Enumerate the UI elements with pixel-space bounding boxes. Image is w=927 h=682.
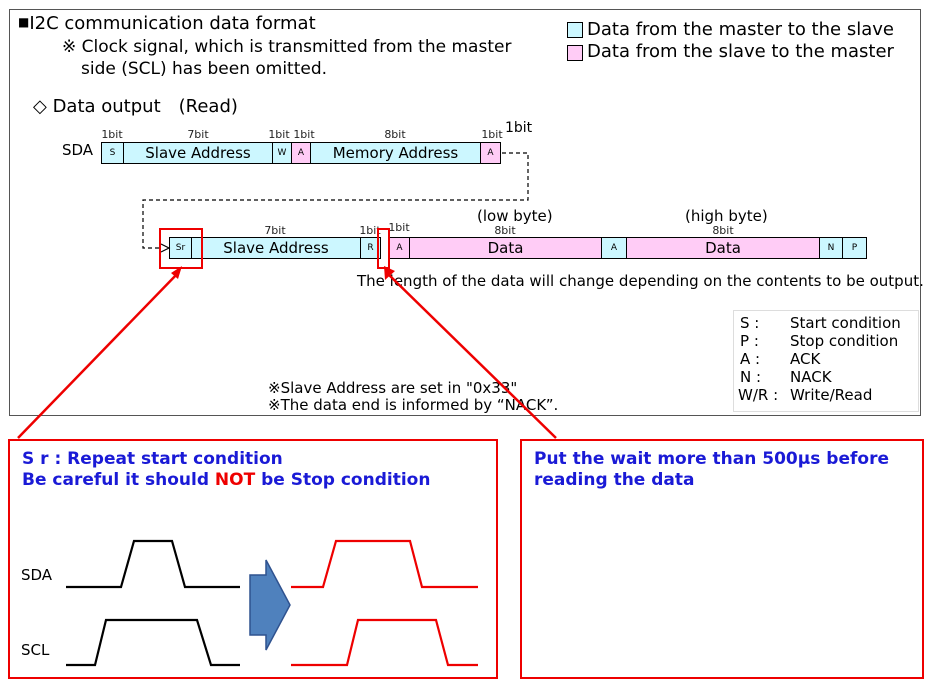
- footnote: ※The data end is informed by “NACK”.: [268, 396, 559, 414]
- bit-label: 1bit: [359, 224, 381, 237]
- bit-label: 1bit: [388, 221, 410, 234]
- slave-color-swatch: [567, 45, 583, 61]
- bit-label: 1bit: [268, 128, 290, 141]
- field-ack: A: [480, 142, 501, 164]
- bit-label: 7bit: [264, 224, 286, 237]
- field-memory-address: Memory Address: [310, 142, 481, 164]
- scl-waveform-black: [66, 618, 240, 667]
- bit-label: 7bit: [187, 128, 209, 141]
- repeat-start-callout: S r : Repeat start condition Be careful …: [8, 439, 498, 679]
- red-arrow-line: [386, 272, 557, 439]
- bit-label: 8bit: [712, 224, 734, 237]
- legend-key: S :: [740, 314, 760, 332]
- slave-to-master-legend: Data from the slave to the master: [587, 41, 894, 62]
- red-arrow-line: [17, 271, 180, 439]
- continuation-arrowhead: [160, 243, 171, 253]
- sda-waveform-red: [291, 539, 478, 589]
- low-byte-label: (low byte): [477, 207, 553, 225]
- scl-note-line1: ※ Clock signal, which is transmitted fro…: [62, 37, 512, 57]
- legend-value: Stop condition: [790, 332, 899, 350]
- bit-label: 8bit: [494, 224, 516, 237]
- field-slave-address: Slave Address: [191, 237, 361, 259]
- high-byte-label: (high byte): [685, 207, 768, 225]
- legend-key: N :: [740, 368, 762, 386]
- abbreviation-legend: S : Start condition P : Stop condition A…: [733, 310, 919, 412]
- field-stop: P: [842, 237, 867, 259]
- bit-label: 1bit: [293, 128, 315, 141]
- legend-key: W/R :: [738, 386, 779, 404]
- warning-text: be Stop condition: [255, 470, 431, 490]
- field-data-low: Data: [409, 237, 602, 259]
- highlight-wait: [377, 228, 390, 269]
- sda-waveform-black: [66, 539, 240, 589]
- sda-label: SDA: [21, 566, 53, 584]
- wait-callout: Put the wait more than 500μs before read…: [520, 439, 924, 679]
- square-bullet-icon: ■: [18, 15, 30, 29]
- bit-label: 1bit: [101, 128, 123, 141]
- continuation-dashed-line: [142, 152, 529, 249]
- footnote: ※Slave Address are set in "0x33": [268, 379, 518, 397]
- warning-text: Be careful it should: [22, 470, 215, 490]
- bit-label: 1bit: [481, 128, 503, 141]
- master-color-swatch: [567, 22, 583, 38]
- legend-value: NACK: [790, 368, 832, 386]
- scl-label: SCL: [21, 641, 50, 659]
- callout-warning: Be careful it should NOT be Stop conditi…: [22, 470, 430, 490]
- legend-value: Write/Read: [790, 386, 873, 404]
- legend-value: ACK: [790, 350, 821, 368]
- highlight-sr: [159, 228, 203, 269]
- blue-block-arrow: [249, 559, 291, 651]
- red-arrowhead: [384, 266, 395, 280]
- callout-wait-line2: reading the data: [534, 470, 695, 490]
- red-arrowhead: [171, 266, 182, 279]
- legend-value: Start condition: [790, 314, 901, 332]
- callout-heading: S r : Repeat start condition: [22, 449, 283, 469]
- extra-bit-label: 1bit: [505, 120, 533, 136]
- callout-wait-line1: Put the wait more than 500μs before: [534, 449, 889, 469]
- bit-label: 8bit: [384, 128, 406, 141]
- field-read: R: [360, 237, 381, 259]
- legend-key: P :: [740, 332, 759, 350]
- data-length-note: The length of the data will change depen…: [357, 272, 924, 290]
- legend-key: A :: [740, 350, 761, 368]
- section-title: ◇ Data output (Read): [33, 96, 238, 117]
- field-slave-address: Slave Address: [123, 142, 273, 164]
- page-title: ■I2C communication data format: [18, 13, 316, 34]
- diagram-frame: [9, 9, 921, 416]
- warning-emphasis: NOT: [214, 470, 256, 490]
- scl-note-line2: side (SCL) has been omitted.: [81, 59, 328, 79]
- master-to-slave-legend: Data from the master to the slave: [587, 19, 894, 40]
- field-data-high: Data: [626, 237, 820, 259]
- scl-waveform-red: [291, 618, 478, 667]
- sda-line-label: SDA: [62, 141, 94, 159]
